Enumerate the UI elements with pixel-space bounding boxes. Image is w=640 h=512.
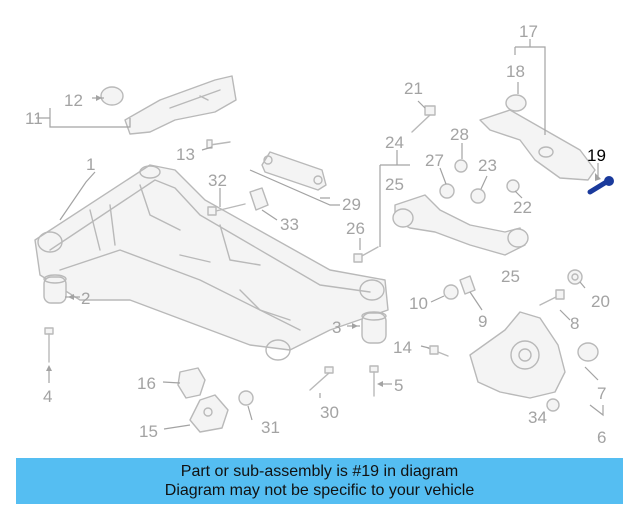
arrowheads [46, 95, 601, 387]
callout-17: 17 [519, 22, 538, 41]
callout-9: 9 [478, 312, 487, 331]
callout-28: 28 [450, 125, 469, 144]
banner-line-disclaimer: Diagram may not be specific to your vehi… [164, 482, 475, 499]
bolt-26 [353, 246, 379, 263]
washer-9 [459, 275, 476, 295]
nut-34 [546, 398, 560, 412]
callout-32: 32 [208, 171, 227, 190]
rear-subframe [34, 164, 389, 361]
callout-25-lower: 25 [501, 267, 520, 286]
callout-1: 1 [86, 155, 95, 174]
callout-24: 24 [385, 133, 404, 152]
stud-14 [427, 345, 449, 357]
callout-21: 21 [404, 79, 423, 98]
callout-34: 34 [528, 408, 547, 427]
callout-6: 6 [597, 428, 606, 447]
callout-27: 27 [425, 151, 444, 170]
callout-10: 10 [409, 294, 428, 313]
trailing-arm [100, 75, 237, 135]
callout-30: 30 [320, 403, 339, 422]
callout-13: 13 [176, 145, 195, 164]
parts-diagram: 1 2 3 4 5 6 7 8 9 10 11 12 13 14 15 16 1… [25, 22, 614, 447]
callout-33: 33 [280, 215, 299, 234]
bolt-13 [206, 139, 231, 149]
link-29 [261, 151, 327, 191]
callout-18: 18 [506, 62, 525, 81]
bushing-3 [361, 311, 387, 344]
callout-2: 2 [81, 289, 90, 308]
callout-12: 12 [64, 91, 83, 110]
callout-15: 15 [139, 422, 158, 441]
nut-23 [470, 188, 486, 204]
bolt-32 [207, 203, 246, 216]
nut-20 [567, 269, 583, 285]
callout-16: 16 [137, 374, 156, 393]
nut-10 [443, 284, 459, 300]
callout-labels: 1 2 3 4 5 6 7 8 9 10 11 12 13 14 15 16 1… [25, 22, 610, 447]
bolt-4 [44, 327, 54, 363]
mount-15 [189, 394, 229, 433]
callout-5: 5 [394, 376, 403, 395]
callout-14: 14 [393, 338, 412, 357]
upper-control-arm [479, 94, 596, 181]
callout-8: 8 [570, 314, 579, 333]
callout-19: 19 [587, 146, 606, 165]
callout-26: 26 [346, 219, 365, 238]
callout-25-upper: 25 [385, 175, 404, 194]
callout-3: 3 [332, 318, 341, 337]
callout-22: 22 [513, 198, 532, 217]
lower-control-arm [392, 194, 529, 256]
info-banner: Part or sub-assembly is #19 in diagram D… [16, 458, 623, 504]
washer-22 [506, 179, 520, 193]
callout-29: 29 [342, 195, 361, 214]
bolt-19 [587, 176, 614, 195]
washer-27 [439, 183, 455, 199]
callout-31: 31 [261, 418, 280, 437]
callout-23: 23 [478, 156, 497, 175]
bolt-5 [369, 365, 379, 397]
bracket-33 [249, 187, 269, 211]
callout-4: 4 [43, 387, 52, 406]
bushing-2 [43, 274, 67, 304]
nut-28 [454, 159, 468, 173]
callout-7: 7 [597, 384, 606, 403]
banner-line-part: Part or sub-assembly is #19 in diagram [180, 463, 459, 480]
bracket-16 [177, 367, 206, 399]
bolt-8 [539, 289, 565, 306]
bolt-30 [309, 366, 334, 391]
bolt-21 [411, 105, 436, 133]
nut-31 [238, 390, 254, 406]
callout-11: 11 [25, 109, 43, 128]
callout-20: 20 [591, 292, 610, 311]
wheel-knuckle [469, 311, 599, 399]
